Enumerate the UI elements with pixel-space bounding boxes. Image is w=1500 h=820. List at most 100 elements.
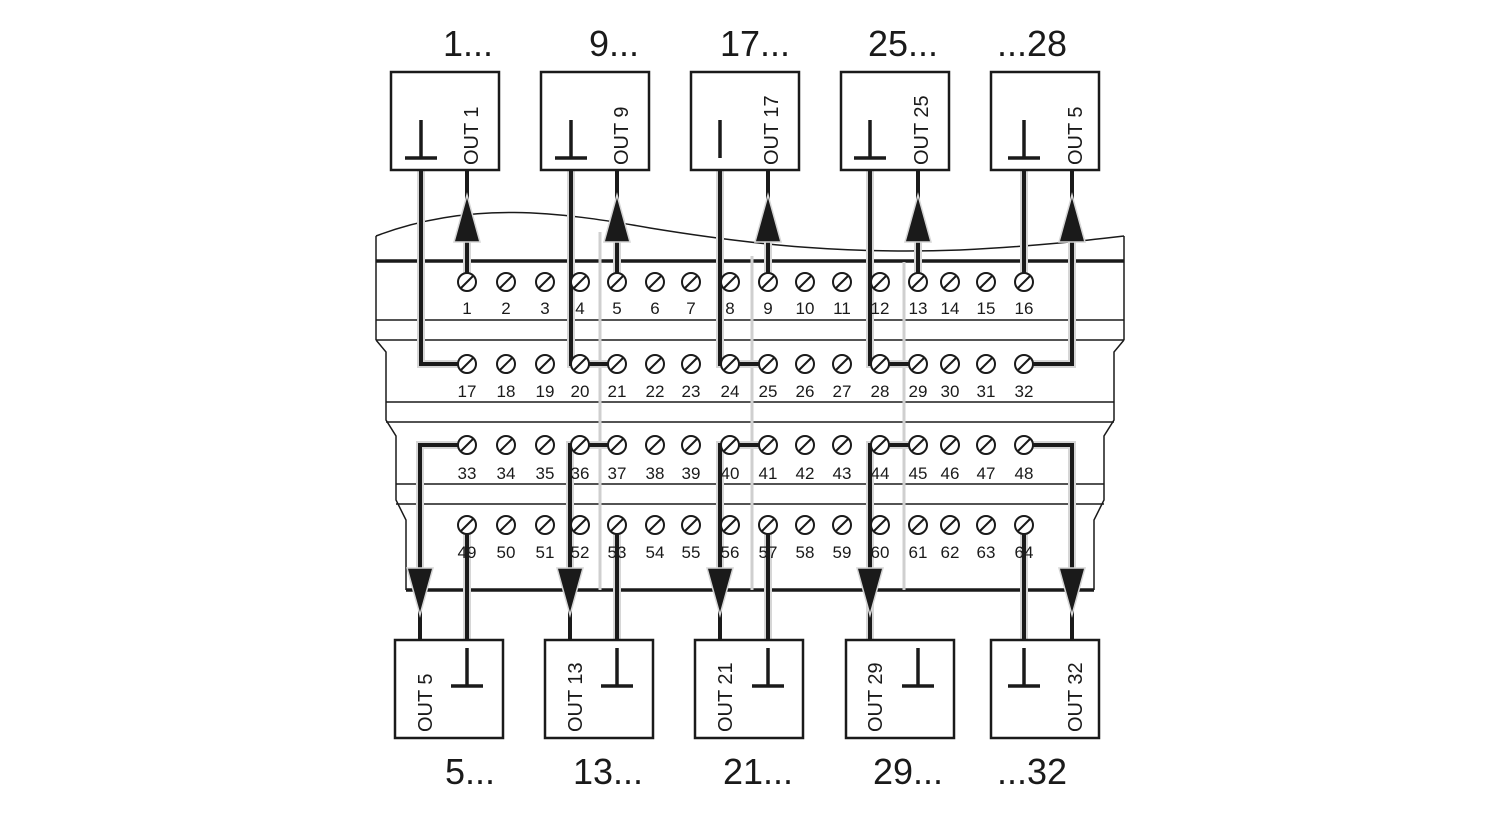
- screw-slot: [573, 357, 587, 371]
- screw-slot: [873, 275, 887, 289]
- terminal: 9: [758, 272, 778, 318]
- terminal-number: 57: [759, 543, 778, 562]
- terminal-number: 8: [725, 299, 734, 318]
- wires: [416, 168, 1076, 640]
- screw-slot: [648, 357, 662, 371]
- wire: [1024, 240, 1074, 366]
- terminal-number: 49: [458, 543, 477, 562]
- terminal: 64: [1014, 515, 1034, 562]
- screw-slot: [684, 438, 698, 452]
- terminal-number: 14: [941, 299, 960, 318]
- terminal: 14: [940, 272, 960, 318]
- output-box-bottom: OUT 5: [393, 638, 505, 740]
- screw-slot: [684, 357, 698, 371]
- screw-slot: [684, 275, 698, 289]
- terminal-number: 55: [682, 543, 701, 562]
- output-box-label: OUT 21: [715, 662, 737, 732]
- box-frame: [844, 638, 956, 740]
- arrow-up-icon: [603, 192, 631, 243]
- terminal: 45: [908, 435, 928, 483]
- terminal-number: 45: [909, 464, 928, 483]
- screw-slot: [835, 518, 849, 532]
- screw-slot: [573, 438, 587, 452]
- terminal-number: 50: [497, 543, 516, 562]
- housing-left-step: [375, 339, 407, 590]
- terminal-number: 5: [612, 299, 621, 318]
- range-labels: 1...9...17...25......285...13...21...29.…: [443, 23, 1067, 792]
- wire: [718, 168, 768, 366]
- screw-slot: [723, 518, 737, 532]
- terminal: 18: [496, 354, 516, 401]
- terminal: 57: [758, 515, 778, 562]
- screw-slot: [979, 518, 993, 532]
- output-box-top: OUT 5: [989, 70, 1101, 172]
- terminal: 2: [496, 272, 516, 318]
- output-box-bottom: OUT 13: [543, 638, 655, 740]
- terminal-number: 38: [646, 464, 665, 483]
- screw-slot: [979, 438, 993, 452]
- screw-slot: [798, 357, 812, 371]
- terminal: 30: [940, 354, 960, 401]
- terminal: 41: [758, 435, 778, 483]
- screw-slot: [979, 357, 993, 371]
- terminal: 8: [720, 272, 740, 318]
- terminal-number: 37: [608, 464, 627, 483]
- wire: [569, 168, 617, 366]
- terminal-number: 53: [608, 543, 627, 562]
- wire-halo: [866, 168, 918, 368]
- arrow-up-icon: [754, 192, 782, 243]
- terminal-number: 24: [721, 382, 740, 401]
- top-range-label: 17...: [720, 23, 790, 64]
- terminal-number: 54: [646, 543, 665, 562]
- terminal: 25: [758, 354, 778, 401]
- terminal: 28: [870, 354, 890, 401]
- screw-slot: [798, 438, 812, 452]
- terminal: 59: [832, 515, 852, 562]
- terminal: 4: [570, 272, 590, 318]
- terminal-number: 41: [759, 464, 778, 483]
- screw-slot: [798, 275, 812, 289]
- terminal-number: 58: [796, 543, 815, 562]
- box-frame: [693, 638, 805, 740]
- bottom-range-label: ...32: [997, 751, 1067, 792]
- terminal: 20: [570, 354, 590, 401]
- terminal: 36: [570, 435, 590, 483]
- screw-slot: [873, 438, 887, 452]
- arrow-up-icon: [904, 192, 932, 243]
- terminal-number: 17: [458, 382, 477, 401]
- output-box-label: OUT 1: [461, 106, 483, 165]
- wire-halo: [417, 168, 467, 368]
- wire: [418, 443, 467, 580]
- terminal-number: 62: [941, 543, 960, 562]
- terminal-number: 2: [501, 299, 510, 318]
- terminal: 53: [607, 515, 627, 562]
- terminal-number: 43: [833, 464, 852, 483]
- screw-slot: [761, 357, 775, 371]
- output-box-label: OUT 25: [911, 95, 933, 165]
- terminal-number: 46: [941, 464, 960, 483]
- terminal-number: 20: [571, 382, 590, 401]
- terminal: 44: [870, 435, 890, 483]
- screw-slot: [761, 518, 775, 532]
- terminal: 26: [795, 354, 815, 401]
- box-frame: [389, 70, 501, 172]
- terminal-number: 4: [575, 299, 584, 318]
- screw-slot: [538, 275, 552, 289]
- terminal-number: 19: [536, 382, 555, 401]
- terminal-number: 61: [909, 543, 928, 562]
- output-box-top: OUT 25: [839, 70, 951, 172]
- terminal-number: 42: [796, 464, 815, 483]
- terminal-number: 7: [686, 299, 695, 318]
- arrow-down-icon: [706, 567, 734, 618]
- screw-slot: [943, 438, 957, 452]
- screw-slot: [610, 275, 624, 289]
- terminal-number: 60: [871, 543, 890, 562]
- screw-slot: [911, 438, 925, 452]
- screw-slot: [761, 438, 775, 452]
- screw-slot: [648, 438, 662, 452]
- arrow-down-icon: [1058, 567, 1086, 618]
- wire-halo: [567, 168, 617, 368]
- output-box-top: OUT 17: [689, 70, 801, 172]
- box-frame: [989, 70, 1101, 172]
- terminal: 31: [976, 354, 996, 401]
